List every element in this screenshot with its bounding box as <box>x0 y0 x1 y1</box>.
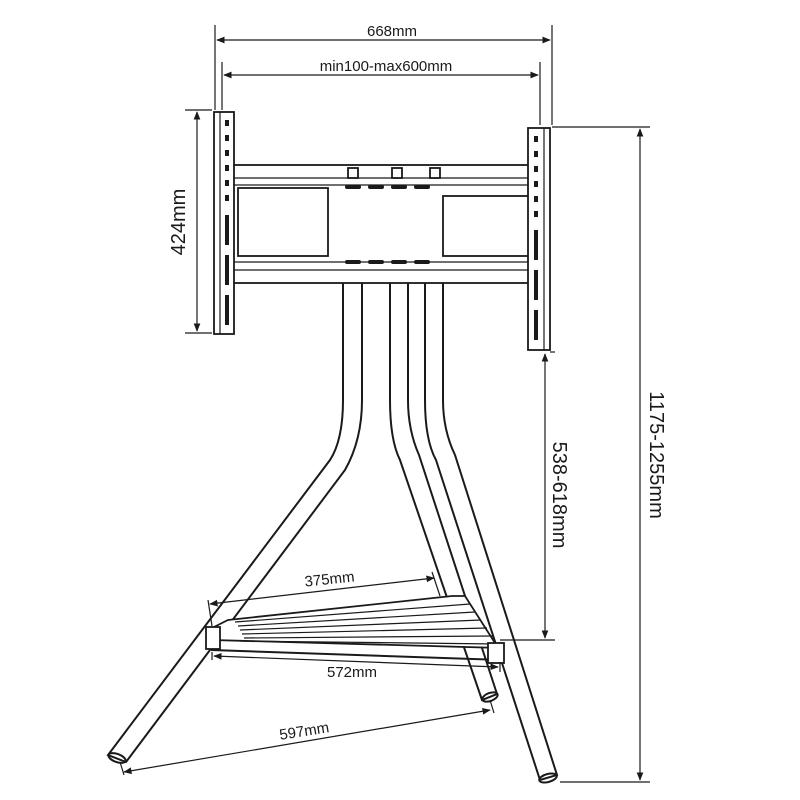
label-overall-width: 668mm <box>367 23 417 40</box>
left-leg <box>106 280 363 764</box>
vesa-bracket <box>213 111 551 351</box>
label-leg-height: 538-618mm <box>548 442 570 549</box>
shelf-grid <box>234 603 498 645</box>
right-leg <box>424 280 559 782</box>
label-bracket-height: 424mm <box>168 189 190 256</box>
label-total-height: 1175-1255mm <box>645 391 667 518</box>
shelf-clamp-right <box>487 642 505 664</box>
stand-legs <box>106 280 559 784</box>
bracket-slots <box>345 185 430 264</box>
dimension-lines <box>119 25 650 783</box>
bracket-cutout-right <box>442 195 530 257</box>
bracket-arm-right <box>527 127 551 351</box>
bracket-knobs <box>347 167 441 179</box>
shelf-clamp-left <box>205 626 221 650</box>
bracket-arm-left <box>213 111 235 335</box>
label-vesa-range: min100-max600mm <box>320 58 453 75</box>
center-leg <box>389 280 499 702</box>
bracket-cutout-left <box>237 187 329 257</box>
shelf-top <box>211 595 505 649</box>
shelf <box>205 595 505 664</box>
label-base-span: 597mm <box>278 719 330 744</box>
label-shelf-width: 572mm <box>327 664 377 681</box>
label-shelf-depth: 375mm <box>304 568 356 590</box>
